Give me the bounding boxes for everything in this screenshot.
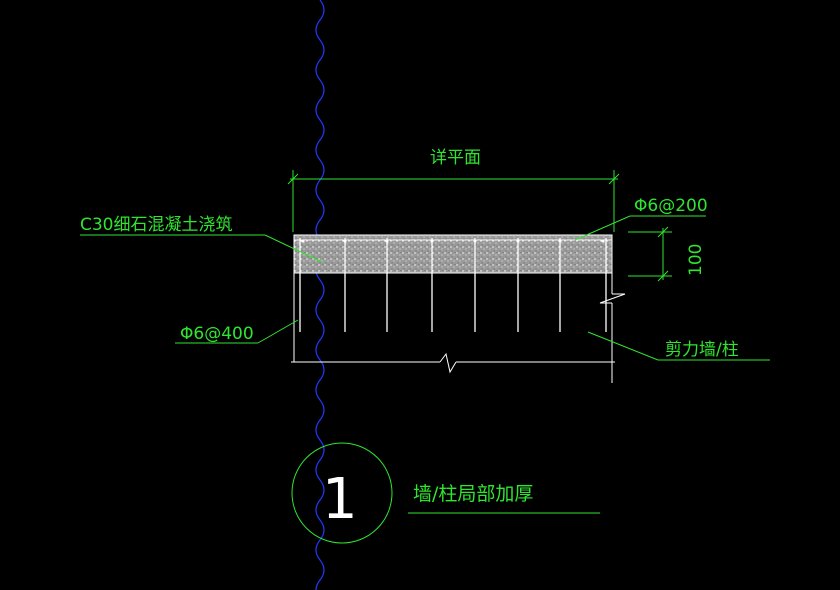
width-dimension xyxy=(287,170,620,232)
concrete-note: C30细石混凝土浇筑 xyxy=(80,215,233,235)
plan-title: 详平面 xyxy=(430,148,481,168)
wall-outline xyxy=(291,273,626,383)
thickness-value: 100 xyxy=(686,244,706,276)
vertical-bars xyxy=(299,238,607,332)
bottom-rebar-label: Φ6@400 xyxy=(180,324,254,344)
detail-marker-circle xyxy=(291,442,393,544)
detail-number: 1 xyxy=(322,467,358,532)
wall-label: 剪力墙/柱 xyxy=(665,340,739,360)
concrete-layer xyxy=(293,234,613,274)
thickness-dimension xyxy=(628,226,672,282)
top-rebar-label: Φ6@200 xyxy=(634,196,708,216)
break-line xyxy=(315,0,325,590)
leaders xyxy=(80,215,770,361)
detail-title: 墙/柱局部加厚 xyxy=(413,483,533,505)
